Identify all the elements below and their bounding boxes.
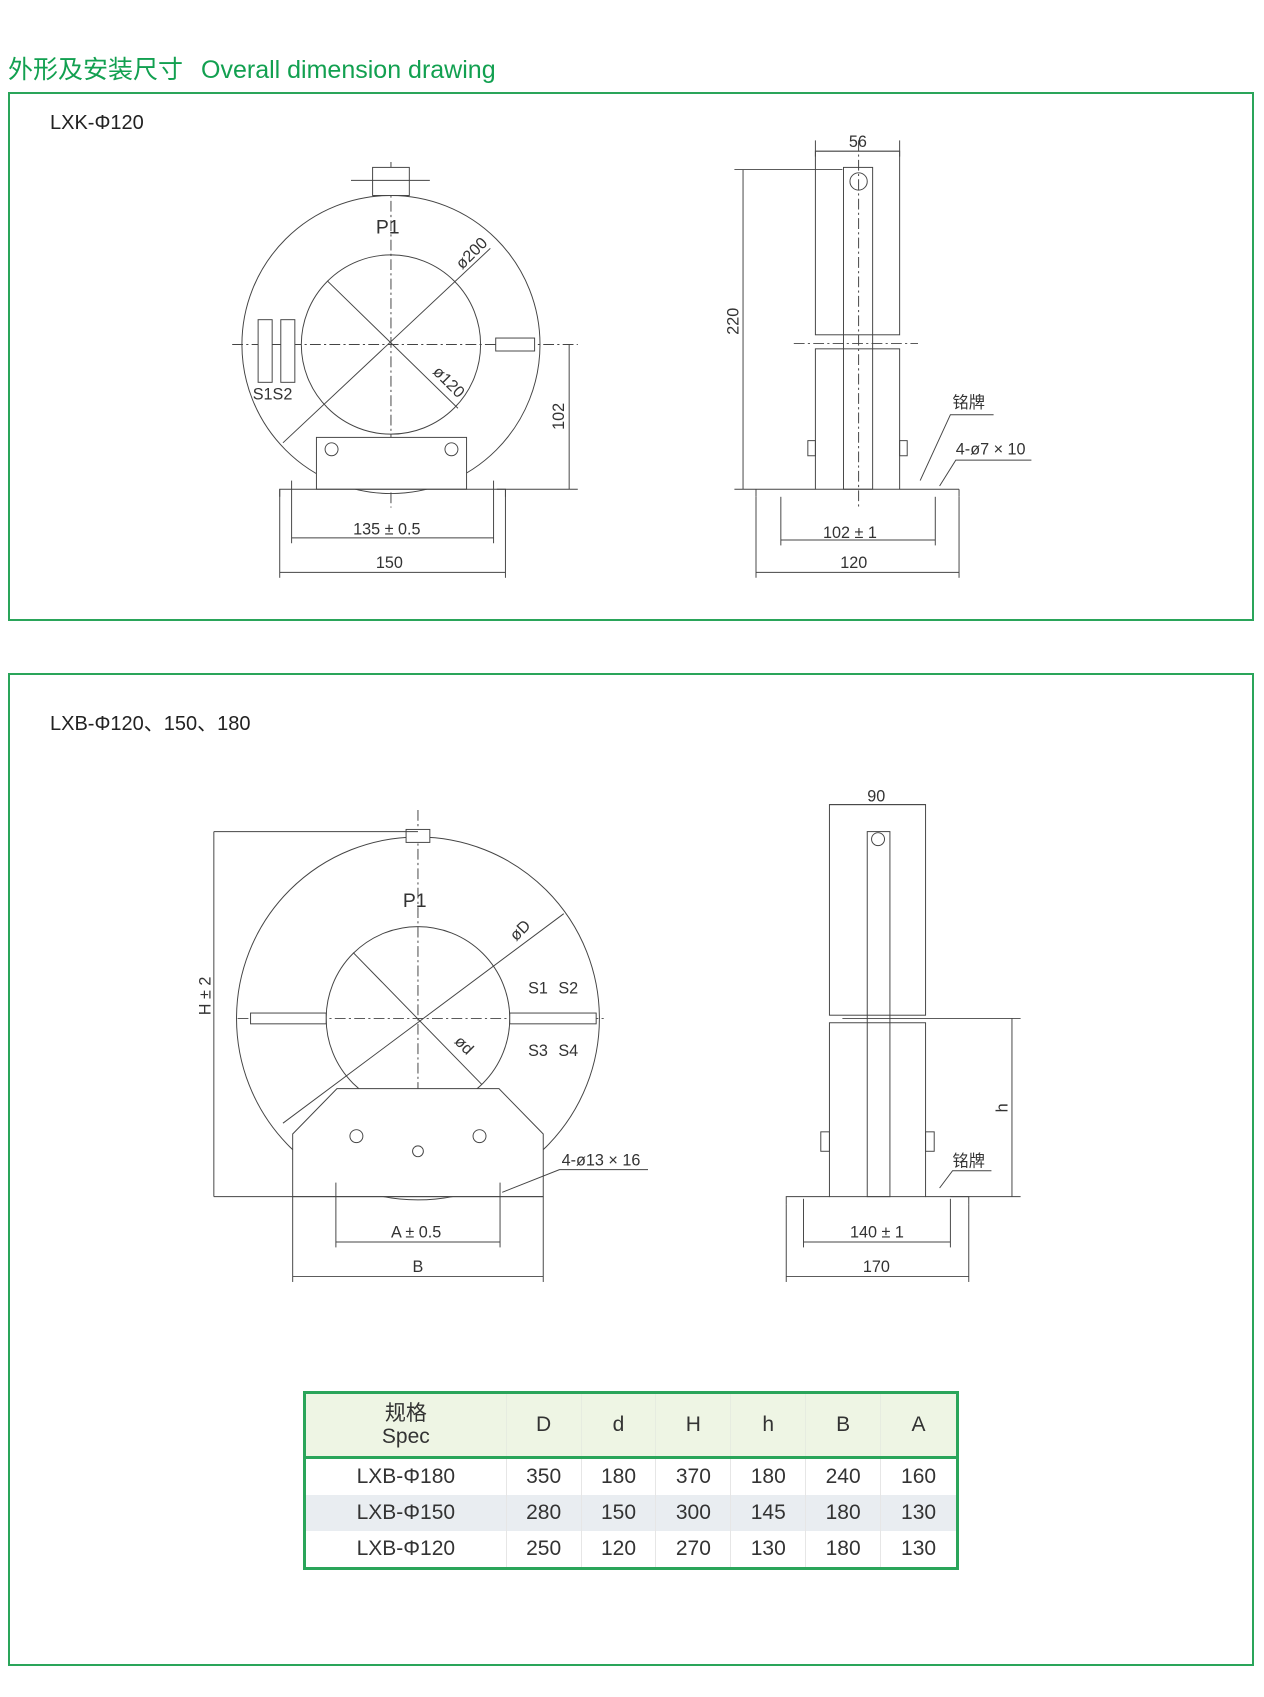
lxk-base-width: 150: [376, 554, 403, 572]
cell: 130: [880, 1531, 958, 1569]
lxk-inner-dia: ø120: [429, 363, 468, 402]
lxb-s1: S1: [528, 980, 548, 998]
header-B: B: [805, 1392, 882, 1459]
cell: 180: [730, 1457, 807, 1495]
lxb-holes: 4-ø13 × 16: [562, 1151, 641, 1169]
lxb-side-view: [785, 804, 1021, 1282]
lxb-height-dim: H ± 2: [197, 977, 215, 1016]
lxb-outer-dia: øD: [506, 917, 534, 945]
lxk-side-base-width: 120: [840, 554, 867, 572]
cell: LXB-Φ150: [304, 1495, 507, 1531]
cell: 145: [730, 1495, 807, 1531]
lxk-side-height: 220: [725, 308, 743, 335]
lxb-inner-dia: ød: [451, 1032, 477, 1058]
header-H: H: [655, 1392, 732, 1459]
lxb-p1-label: P1: [403, 890, 427, 912]
cell: 130: [730, 1531, 807, 1569]
cell: 180: [805, 1531, 882, 1569]
header-D: D: [506, 1392, 582, 1459]
lxb-side-width: 90: [867, 787, 885, 805]
lxb-s4: S4: [558, 1042, 578, 1060]
header-d: d: [581, 1392, 657, 1459]
cell: 250: [506, 1531, 582, 1569]
cell: 180: [805, 1495, 882, 1531]
lxb-side-height: h: [994, 1103, 1012, 1112]
lxb-nameplate: 铭牌: [953, 1152, 985, 1170]
lxb-base-width: B: [413, 1258, 424, 1276]
cell: LXB-Φ120: [304, 1531, 507, 1569]
lxb-s3: S3: [528, 1042, 548, 1060]
lxb-s2: S2: [558, 980, 578, 998]
heading-cn: 外形及安装尺寸: [8, 56, 184, 84]
cell: 240: [805, 1457, 882, 1495]
cell: 180: [581, 1457, 657, 1495]
lxb-front-view: [213, 810, 649, 1282]
cell: 160: [880, 1457, 958, 1495]
cell: 120: [581, 1531, 657, 1569]
lxb-side-hole-span: 140 ± 1: [850, 1224, 904, 1242]
cell: 150: [581, 1495, 657, 1531]
model-label-lxb: LXB-Φ120、150、180: [50, 713, 251, 735]
lxk-p1-label: P1: [376, 216, 400, 238]
lxk-nameplate: 铭牌: [953, 394, 985, 412]
model-label-lxk: LXK-Φ120: [50, 112, 144, 134]
lxk-side-width: 56: [849, 133, 867, 151]
lxk-height-dim: 102: [550, 403, 568, 430]
page-heading: 外形及安装尺寸 Overall dimension drawing: [8, 50, 496, 86]
cell: 280: [506, 1495, 582, 1531]
lxk-side-view: [734, 140, 1032, 578]
section-lxk: LXK-Φ120: [8, 92, 1254, 621]
heading-en: Overall dimension drawing: [201, 56, 496, 84]
lxb-hole-span: A ± 0.5: [391, 1224, 441, 1242]
cell: 130: [880, 1495, 958, 1531]
lxk-hole-span: 135 ± 0.5: [353, 521, 420, 539]
lxk-terminals: S1S2: [253, 386, 293, 404]
cell: 270: [655, 1531, 732, 1569]
lxb-side-base-width: 170: [863, 1258, 890, 1276]
cell: 300: [655, 1495, 732, 1531]
section-lxb: LXB-Φ120、150、180: [8, 673, 1254, 1666]
cell: 370: [655, 1457, 732, 1495]
lxk-holes: 4-ø7 × 10: [956, 441, 1026, 459]
cell: LXB-Φ180: [304, 1457, 507, 1495]
header-A: A: [880, 1392, 958, 1459]
lxk-side-hole-span: 102 ± 1: [823, 524, 877, 542]
lxk-front-view: [232, 162, 578, 578]
cell: 350: [506, 1457, 582, 1495]
header-h: h: [730, 1392, 807, 1459]
